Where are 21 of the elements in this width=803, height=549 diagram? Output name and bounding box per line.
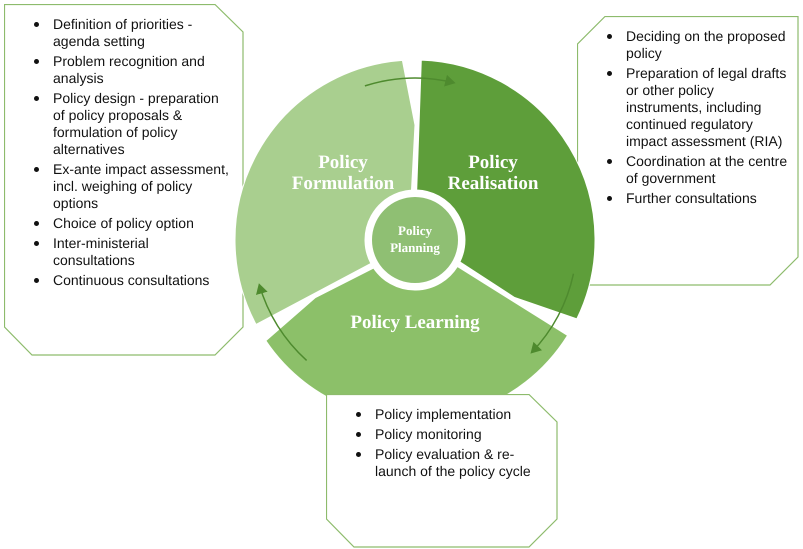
bullet-item: Further consultations [626, 190, 757, 207]
bullet-item: Definition of priorities - agenda setting [53, 16, 194, 50]
bullet-item: Coordination at the centre of government [626, 153, 788, 187]
segment-title: Policy Formulation [290, 152, 396, 194]
arrow [530, 274, 574, 354]
bullet-item: Inter-ministerial consultations [53, 235, 150, 269]
segment-title: Policy Learning [349, 312, 481, 333]
bullet-item: Continuous consultations [53, 272, 210, 289]
segment-title: Policy Realisation [446, 152, 540, 194]
bullet-item: Policy design - preparation of policy proposals & formulation of policy alternatives [53, 90, 220, 158]
bullet-item: Deciding on the proposed policy [626, 28, 787, 62]
bullet-item: Policy implementation [375, 406, 512, 423]
arrow [256, 283, 308, 361]
bullet-item: Problem recognition and analysis [53, 53, 206, 87]
bullet-item: Policy monitoring [375, 426, 482, 443]
center-title: Policy Planning [389, 222, 441, 256]
arrow [364, 75, 456, 87]
bullet-item: Choice of policy option [53, 215, 194, 232]
bullet-item: Ex-ante impact assessment, incl. weighing of policy options [53, 161, 230, 212]
bullet-item: Policy evaluation & re-launch of the policy cycle [375, 446, 532, 480]
bullet-item: Preparation of legal drafts or other policy instruments, including continued regulatory impact assessment (RIA) [626, 65, 788, 150]
